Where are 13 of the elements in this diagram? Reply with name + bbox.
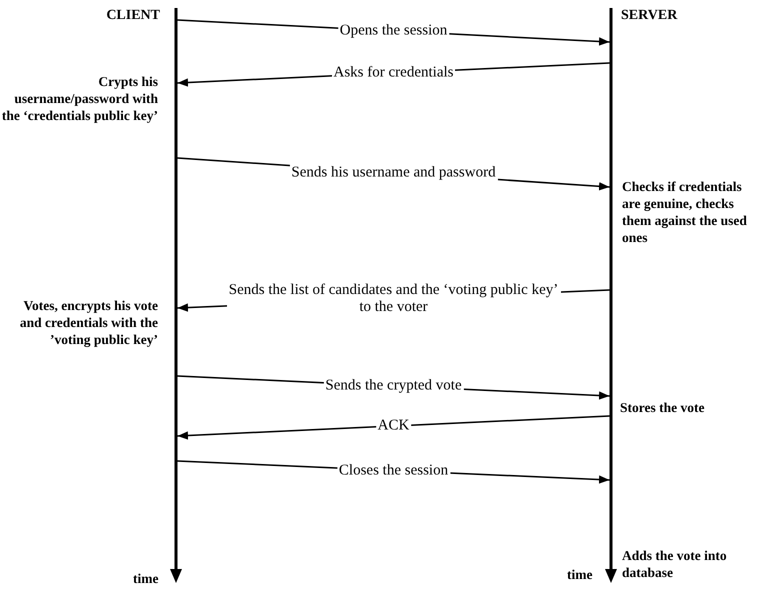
edge-label: Opens the session — [338, 22, 450, 40]
lifeline-title: CLIENT — [106, 8, 160, 24]
edge-label: Sends his username and password — [289, 164, 498, 181]
action-note: Checks if credentials are genuine, checks them against the used ones — [622, 178, 748, 246]
action-note: Stores the vote — [620, 399, 706, 416]
message-arrow — [177, 415, 610, 440]
edge-label: Sends the crypted vote — [323, 378, 464, 394]
axis-label: time — [133, 570, 160, 587]
axis-label: time — [567, 566, 594, 583]
action-note: Votes, encrypts his vote and credentials with the ’voting public key’ — [18, 297, 158, 348]
action-note: Adds the vote into database — [622, 547, 728, 581]
action-note: Crypts his username/password with the ‘credentials public key’ — [0, 73, 158, 124]
lifeline-title: SERVER — [621, 8, 678, 24]
